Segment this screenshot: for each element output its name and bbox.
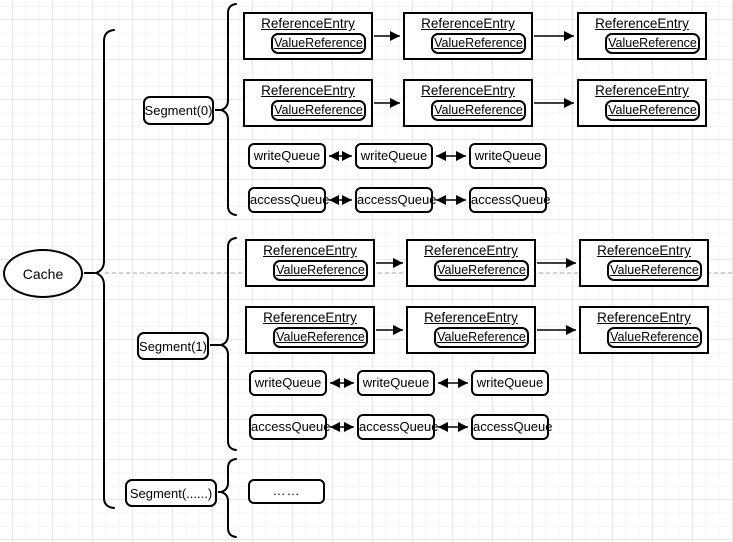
write-queue-node: writeQueue — [357, 370, 435, 396]
write-queue-node: writeQueue — [248, 143, 326, 169]
reference-entry-node: ReferenceEntry ValueReference — [243, 12, 373, 60]
value-reference-node: ValueReference — [431, 33, 526, 54]
reference-entry-node: ReferenceEntry ValueReference — [403, 12, 533, 60]
value-reference-node: ValueReference — [434, 327, 529, 348]
value-reference-node: ValueReference — [607, 260, 702, 281]
access-queue-node: accessQueue — [469, 187, 551, 213]
cache-node: Cache — [3, 249, 83, 298]
cache-group-brace — [93, 29, 115, 509]
reference-entry-label: ReferenceEntry — [597, 243, 691, 258]
value-reference-node: ValueReference — [434, 260, 529, 281]
access-queue-node: accessQueue — [248, 187, 330, 213]
segment1-label: Segment(1) — [139, 338, 207, 354]
segment0-group-brace — [217, 3, 237, 216]
reference-entry-label: ReferenceEntry — [421, 16, 515, 31]
access-queue-node: accessQueue — [355, 187, 437, 213]
segment1-group-brace — [217, 237, 237, 451]
reference-entry-label: ReferenceEntry — [424, 243, 518, 258]
segment1-label-node: Segment(1) — [137, 332, 209, 360]
reference-entry-node: ReferenceEntry ValueReference — [245, 239, 375, 287]
value-reference-node: ValueReference — [271, 100, 366, 121]
value-reference-node: ValueReference — [273, 260, 368, 281]
reference-entry-node: ReferenceEntry ValueReference — [403, 79, 533, 127]
reference-entry-label: ReferenceEntry — [597, 310, 691, 325]
segment-etc-group-brace — [217, 458, 237, 538]
segment-etc-label-node: Segment(......) — [125, 479, 217, 507]
reference-entry-label: ReferenceEntry — [421, 83, 515, 98]
reference-entry-label: ReferenceEntry — [424, 310, 518, 325]
reference-entry-label: ReferenceEntry — [263, 243, 357, 258]
access-queue-node: accessQueue — [357, 414, 439, 440]
write-queue-node: writeQueue — [469, 143, 547, 169]
value-reference-node: ValueReference — [607, 327, 702, 348]
value-reference-node: ValueReference — [605, 100, 700, 121]
segment-etc-label: Segment(......) — [129, 485, 213, 501]
value-reference-node: ValueReference — [605, 33, 700, 54]
reference-entry-node: ReferenceEntry ValueReference — [243, 79, 373, 127]
segment0-label-node: Segment(0) — [143, 96, 214, 125]
reference-entry-node: ReferenceEntry ValueReference — [245, 306, 375, 354]
write-queue-node: writeQueue — [355, 143, 433, 169]
reference-entry-node: ReferenceEntry ValueReference — [406, 239, 536, 287]
access-queue-node: accessQueue — [249, 414, 331, 440]
access-queue-node: accessQueue — [471, 414, 553, 440]
reference-entry-node: ReferenceEntry ValueReference — [406, 306, 536, 354]
reference-entry-node: ReferenceEntry ValueReference — [577, 12, 707, 60]
value-reference-node: ValueReference — [271, 33, 366, 54]
reference-entry-label: ReferenceEntry — [261, 16, 355, 31]
segment0-label: Segment(0) — [144, 103, 213, 118]
reference-entry-label: ReferenceEntry — [261, 83, 355, 98]
reference-entry-label: ReferenceEntry — [595, 16, 689, 31]
cache-label: Cache — [22, 265, 64, 282]
reference-entry-label: ReferenceEntry — [263, 310, 357, 325]
ellipsis-node: …… — [248, 479, 325, 504]
reference-entry-node: ReferenceEntry ValueReference — [579, 239, 709, 287]
reference-entry-label: ReferenceEntry — [595, 83, 689, 98]
reference-entry-node: ReferenceEntry ValueReference — [577, 79, 707, 127]
value-reference-node: ValueReference — [431, 100, 526, 121]
reference-entry-node: ReferenceEntry ValueReference — [579, 306, 709, 354]
value-reference-node: ValueReference — [273, 327, 368, 348]
write-queue-node: writeQueue — [249, 370, 327, 396]
write-queue-node: writeQueue — [471, 370, 549, 396]
